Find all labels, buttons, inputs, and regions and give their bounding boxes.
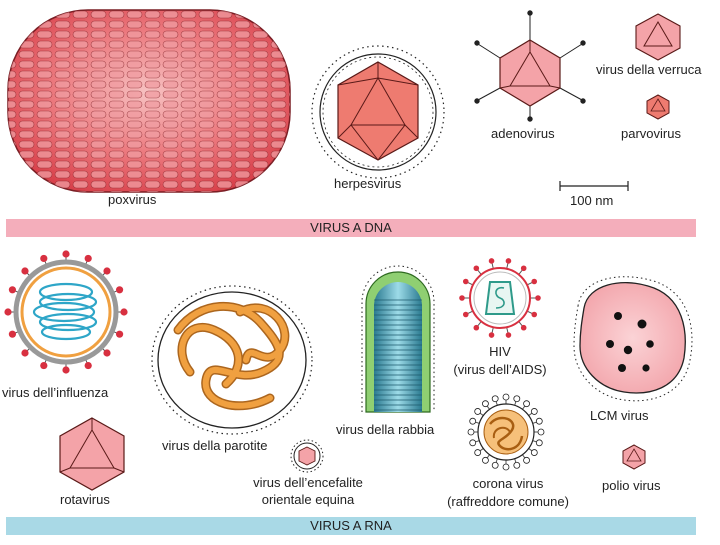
influenza-spike [62, 366, 70, 374]
corona-spike [535, 417, 543, 425]
label-verruca: virus della verruca [596, 62, 702, 77]
corona-spike [502, 463, 510, 471]
corona-spike [469, 417, 477, 425]
label-herpesvirus: herpesvirus [334, 176, 402, 191]
label-encefalite-line2: orientale equina [261, 492, 355, 507]
label-hiv-line1: HIV [489, 344, 511, 359]
influenza-spike [21, 267, 29, 275]
corona-spike [491, 395, 499, 403]
scale-bar-label: 100 nm [570, 193, 614, 208]
influenza-spike [103, 267, 111, 275]
label-polio: polio virus [602, 478, 661, 493]
influenza-spike [62, 250, 70, 258]
influenza-spike [115, 330, 124, 338]
influenza-spike [21, 349, 29, 357]
label-poxvirus: poxvirus [108, 192, 157, 207]
label-hiv-line2: (virus dell’AIDS) [453, 362, 547, 377]
hiv-spike [505, 258, 512, 264]
hiv-spike [531, 278, 538, 285]
polio-figure [622, 444, 646, 470]
hiv-spike [459, 295, 465, 301]
label-adenovirus: adenovirus [491, 126, 555, 141]
corona-spike [469, 439, 477, 447]
influenza-spike [8, 330, 17, 338]
influenza-spike [8, 286, 17, 294]
corona-spike [467, 428, 475, 436]
influenza-figure [4, 250, 128, 374]
hiv-spike [535, 295, 541, 301]
rna-section-band: VIRUS A RNA [6, 517, 696, 535]
corona-spike [502, 393, 510, 401]
label-parvovirus: parvovirus [621, 126, 681, 141]
corona-spike [530, 449, 538, 456]
hiv-spike [488, 332, 495, 338]
label-rabbia: virus della rabbia [336, 422, 435, 437]
corona-spike [530, 408, 538, 415]
corona-spike [523, 400, 530, 408]
hiv-spike [473, 265, 480, 272]
corona-spike [474, 449, 482, 456]
corona-spike [513, 395, 521, 403]
verruca-figure [635, 13, 681, 61]
influenza-spike [40, 254, 48, 263]
corona-spike [535, 439, 543, 447]
hiv-spike [505, 332, 512, 338]
influenza-spike [120, 308, 128, 316]
label-rotavirus: rotavirus [60, 492, 110, 507]
label-corona-line2: (raffreddore comune) [447, 494, 569, 509]
label-influenza: virus dell’influenza [2, 385, 109, 400]
hiv-spike [462, 278, 469, 285]
dna-band-title: VIRUS A DNA [310, 220, 392, 235]
corona-spike [537, 428, 545, 436]
label-lcm: LCM virus [590, 408, 649, 423]
herpesvirus-figure [311, 45, 445, 179]
label-parotite: virus della parotite [162, 438, 268, 453]
poxvirus-figure [7, 9, 291, 193]
corona-spike [523, 456, 530, 464]
encefalite-figure [290, 439, 324, 473]
rna-band-title: VIRUS A RNA [310, 518, 392, 533]
influenza-spike [84, 361, 92, 370]
corona-spike [513, 461, 521, 469]
label-corona-line1: corona virus [472, 476, 544, 491]
influenza-spike [115, 286, 124, 294]
corona-spike [482, 400, 489, 408]
adenovirus-figure [474, 10, 586, 122]
label-encefalite-line1: virus dell’encefalite [253, 475, 363, 490]
hiv-spike [520, 324, 527, 331]
rotavirus-figure [59, 417, 125, 491]
rabbia-figure [361, 265, 435, 413]
influenza-spike [84, 254, 92, 263]
corona-spike [474, 408, 482, 415]
corona-spike [482, 456, 489, 464]
hiv-figure [459, 258, 541, 338]
influenza-spike [40, 361, 48, 370]
corona-spike [491, 461, 499, 469]
hiv-spike [531, 311, 538, 318]
hiv-spike [462, 311, 469, 318]
lcm-figure [573, 276, 693, 402]
hiv-spike [473, 324, 480, 331]
influenza-spike [4, 308, 12, 316]
parvovirus-figure [646, 94, 670, 120]
hiv-spike [520, 265, 527, 272]
scale-bar [559, 181, 629, 191]
corona-figure [467, 393, 545, 471]
influenza-spike [103, 349, 111, 357]
parotite-figure [151, 285, 313, 435]
hiv-spike [488, 258, 495, 264]
dna-section-band: VIRUS A DNA [6, 219, 696, 237]
